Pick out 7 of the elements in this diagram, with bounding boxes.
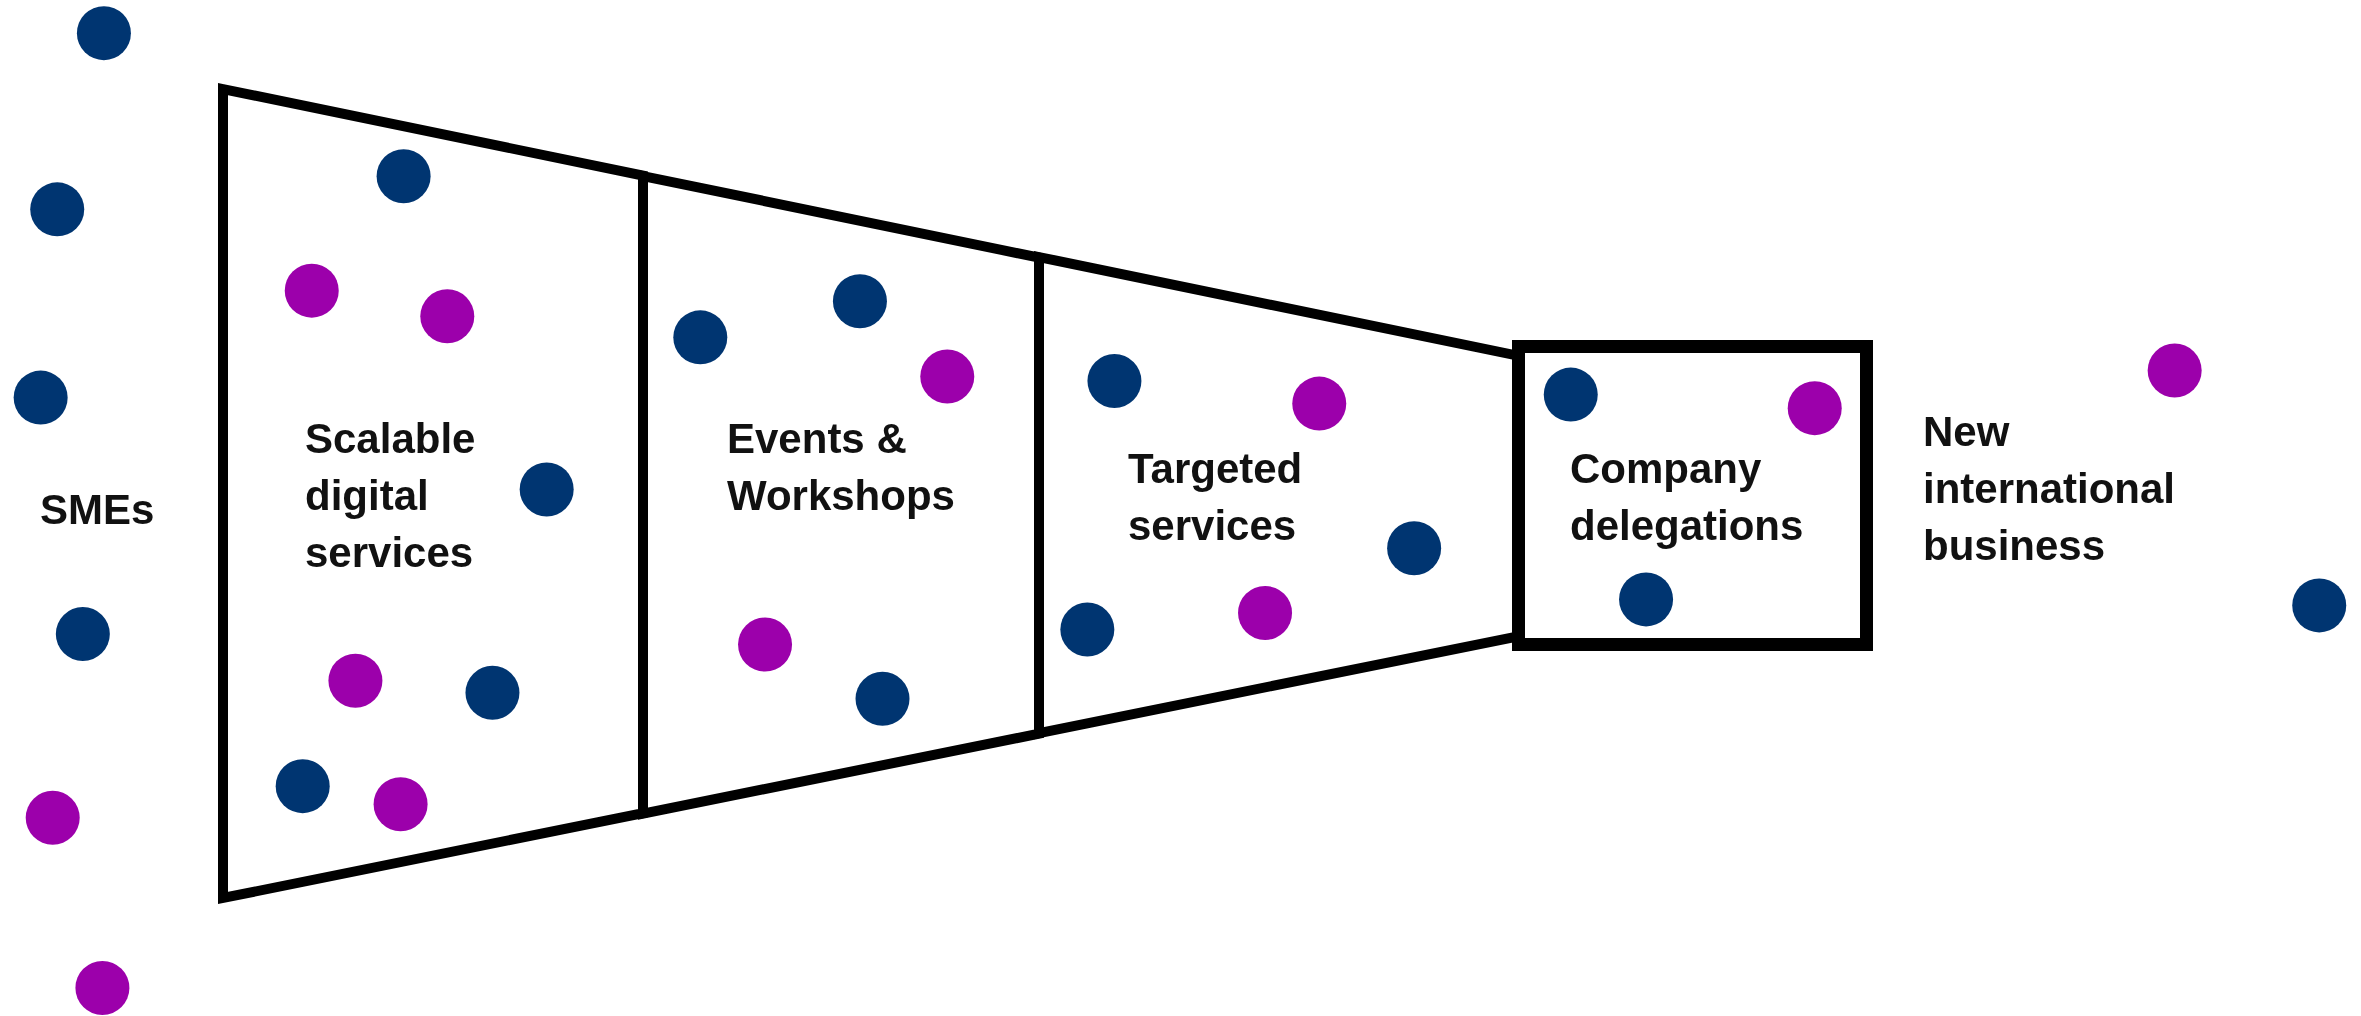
funnel-end-box [1512,340,1873,651]
segment-label: Scalable digital services [305,414,477,578]
label-text: SMEs [40,485,156,535]
label-text: New international business [1923,407,2177,571]
segment-label: Company delegations [1570,444,1805,551]
segment-label: Events & Workshops [727,414,956,521]
segment-label: Targeted services [1128,444,1304,551]
